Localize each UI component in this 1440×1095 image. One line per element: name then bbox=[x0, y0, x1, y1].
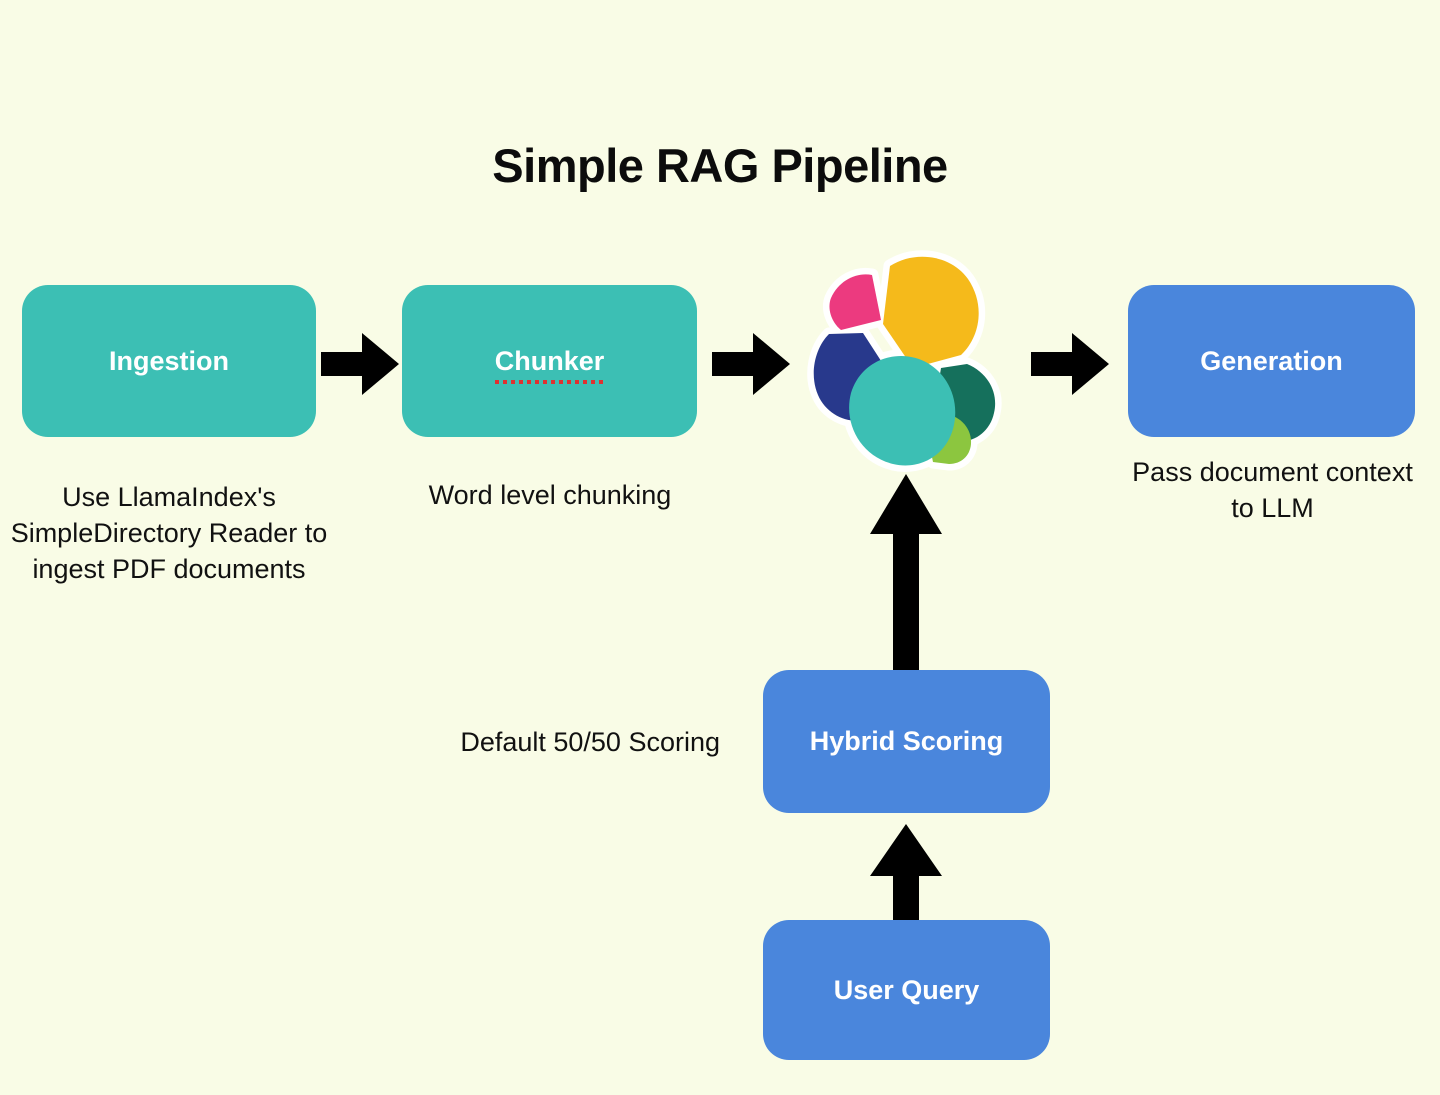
node-chunker[interactable]: Chunker bbox=[402, 285, 697, 437]
node-chunker-label: Chunker bbox=[494, 345, 605, 385]
node-ingestion[interactable]: Ingestion bbox=[22, 285, 316, 437]
node-user-query[interactable]: User Query bbox=[763, 920, 1050, 1060]
node-ingestion-label: Ingestion bbox=[109, 345, 229, 376]
arrow-vector-store-to-generation bbox=[1031, 333, 1109, 395]
caption-hybrid-scoring: Default 50/50 Scoring bbox=[460, 727, 720, 757]
arrow-hybrid-scoring-to-vector-store bbox=[866, 472, 946, 672]
arrow-user-query-to-hybrid-scoring bbox=[866, 822, 946, 922]
page-title: Simple RAG Pipeline bbox=[492, 139, 948, 192]
elasticsearch-logo-icon[interactable] bbox=[795, 248, 1015, 473]
node-user-query-label: User Query bbox=[833, 974, 980, 1005]
arrow-ingestion-to-chunker bbox=[321, 333, 399, 395]
node-generation[interactable]: Generation bbox=[1128, 285, 1415, 437]
caption-chunker: Word level chunking bbox=[428, 480, 672, 510]
node-generation-label: Generation bbox=[1200, 345, 1343, 376]
node-hybrid-scoring[interactable]: Hybrid Scoring bbox=[763, 670, 1050, 813]
node-hybrid-scoring-label: Hybrid Scoring bbox=[809, 726, 1004, 757]
arrow-chunker-to-vector-store bbox=[712, 333, 790, 395]
caption-generation: Pass document context to LLM bbox=[1132, 457, 1413, 523]
caption-ingestion: Use LlamaIndex's SimpleDirectory Reader … bbox=[10, 482, 328, 584]
